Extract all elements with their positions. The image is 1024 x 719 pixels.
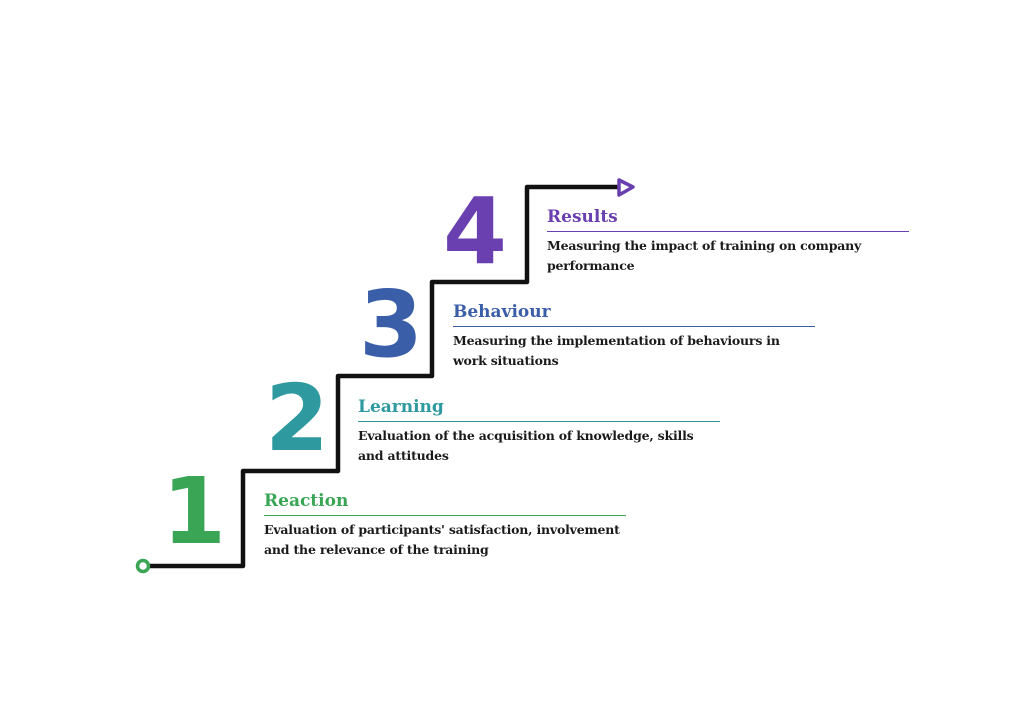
step-2-description: Evaluation of the acquisition of knowled… xyxy=(358,428,694,463)
step-3-block: Behaviour Measuring the implementation o… xyxy=(453,301,815,371)
step-2-number: 2 xyxy=(265,365,330,472)
step-1-number: 1 xyxy=(162,458,227,565)
step-4-title: Results xyxy=(547,206,909,232)
step-1-description: Evaluation of participants' satisfaction… xyxy=(264,522,620,557)
step-4-block: Results Measuring the impact of training… xyxy=(547,206,909,276)
step-2-block: Learning Evaluation of the acquisition o… xyxy=(358,396,720,466)
step-4-number: 4 xyxy=(443,178,508,285)
step-3-description: Measuring the implementation of behaviou… xyxy=(453,333,780,368)
step-3-title: Behaviour xyxy=(453,301,815,327)
end-arrow-icon xyxy=(617,178,635,197)
staircase-line xyxy=(149,184,620,569)
step-4-description: Measuring the impact of training on comp… xyxy=(547,238,862,273)
step-3-number: 3 xyxy=(359,271,424,378)
start-circle-icon xyxy=(135,558,151,574)
step-1-title: Reaction xyxy=(264,490,626,516)
step-1-block: Reaction Evaluation of participants' sat… xyxy=(264,490,626,560)
step-2-title: Learning xyxy=(358,396,720,422)
